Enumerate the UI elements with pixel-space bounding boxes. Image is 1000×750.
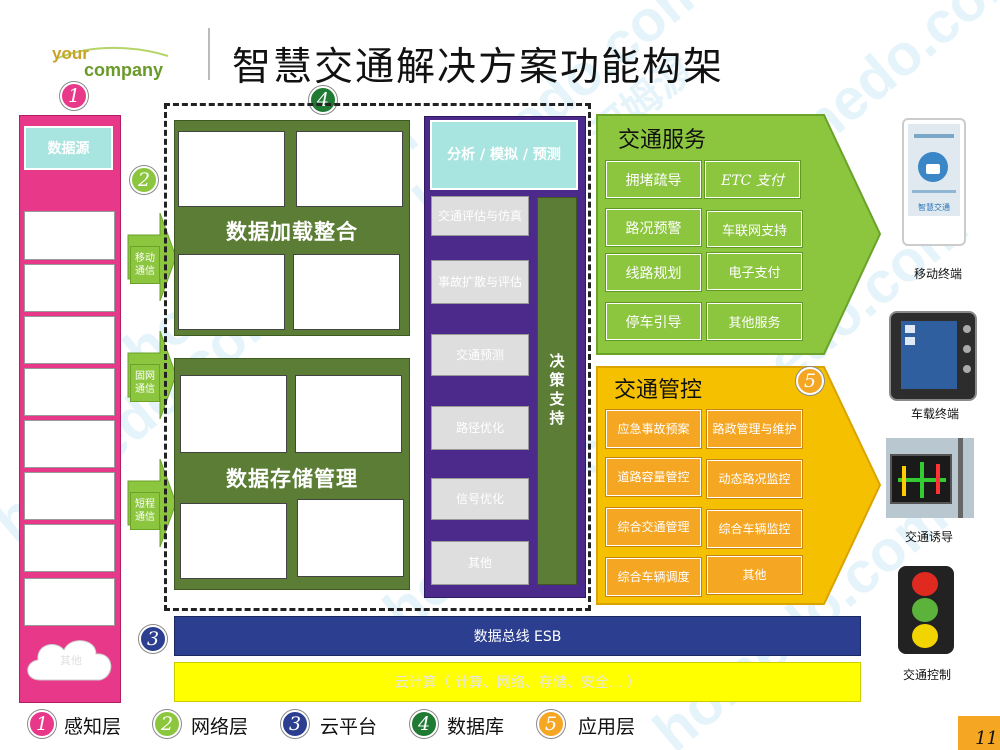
mobile-terminal-image: 智慧交通	[902, 118, 966, 246]
db-placeholder	[180, 503, 287, 579]
data-source-header: 数据源	[24, 126, 113, 170]
cloud-computing-bar: 云计算（ 计算、网络、存储、安全... ）	[174, 662, 861, 702]
control-item: 综合车辆调度	[606, 558, 701, 596]
marker-3: 3	[139, 625, 167, 653]
db-placeholder	[178, 131, 285, 207]
mobile-terminal-label: 移动终端	[913, 267, 962, 281]
marker-5: 5	[796, 367, 824, 395]
database-frame	[164, 103, 591, 611]
cloud-shape	[27, 640, 112, 681]
traffic-control-label: 交通控制	[902, 668, 951, 682]
db-placeholder	[293, 254, 400, 330]
legend-label-3: 云平台	[320, 716, 378, 738]
vehicle-terminal-image	[889, 311, 977, 401]
db-placeholder	[297, 499, 404, 577]
logo-text-company: company	[84, 60, 164, 80]
traffic-guidance-label: 交通诱导	[904, 530, 953, 544]
sensor-box	[24, 316, 115, 364]
db-placeholder	[180, 375, 287, 453]
legend-marker-1: 1	[28, 710, 56, 738]
company-logo: your company	[48, 44, 173, 89]
decision-support: 决策支持	[537, 197, 577, 585]
control-item: 综合车辆监控	[707, 510, 802, 548]
legend-marker-3: 3	[281, 710, 309, 738]
green-light	[912, 598, 938, 622]
sensor-box	[24, 578, 115, 626]
sensor-box	[24, 420, 115, 468]
logo-text-your: your	[52, 44, 89, 63]
control-item: 综合交通管理	[606, 508, 701, 546]
legend-label-4: 数据库	[447, 716, 505, 738]
analysis-item: 其他	[431, 541, 529, 585]
page-number-badge	[958, 716, 1000, 750]
analysis-item: 路径优化	[431, 406, 529, 450]
analysis-item: 事故扩散与评估	[431, 260, 529, 304]
vehicle-terminal-label: 车载终端	[910, 407, 959, 421]
phone-screen: 智慧交通	[908, 124, 960, 216]
control-title: 交通管控	[614, 378, 703, 403]
sensor-box	[24, 524, 115, 572]
network-tag-short-range: 短程通信	[130, 492, 160, 530]
service-item: 拥堵疏导	[606, 161, 701, 198]
db-placeholder	[296, 131, 403, 207]
control-item: 应急事故预案	[606, 410, 701, 448]
title-divider	[208, 28, 210, 80]
data-loading-title: 数据加载整合	[226, 220, 358, 244]
data-bus-esb: 数据总线 ESB	[174, 616, 861, 656]
network-tag-mobile: 移动通信	[130, 246, 160, 284]
analysis-item: 信号优化	[431, 478, 529, 520]
control-item: 其他	[707, 556, 802, 594]
marker-2: 2	[130, 166, 158, 194]
sensor-box	[24, 472, 115, 520]
network-tag-fixed: 固网通信	[130, 364, 160, 402]
service-item: 路况预警	[606, 209, 701, 246]
red-light	[912, 572, 938, 596]
analysis-item: 交通评估与仿真	[431, 196, 529, 236]
service-item: 电子支付	[707, 253, 802, 290]
legend-label-1: 感知层	[64, 716, 122, 738]
control-item: 路政管理与维护	[707, 410, 802, 448]
sensor-box	[24, 211, 115, 260]
data-storage-title: 数据存储管理	[226, 467, 358, 491]
service-item: 其他服务	[707, 303, 802, 340]
yellow-light	[912, 624, 938, 648]
analysis-item: 交通预测	[431, 334, 529, 376]
control-item: 动态路况监控	[707, 460, 802, 498]
db-placeholder	[295, 375, 402, 453]
legend-marker-4: 4	[410, 710, 438, 738]
marker-4: 4	[309, 86, 337, 114]
cloud-label: 其他	[60, 654, 82, 667]
db-placeholder	[178, 254, 285, 330]
phone-app-label: 智慧交通	[918, 203, 950, 212]
page-number: 11	[975, 728, 998, 749]
guidance-board	[890, 454, 952, 504]
sensor-box	[24, 368, 115, 416]
service-item: ETC 支付	[705, 161, 800, 198]
legend-marker-2: 2	[153, 710, 181, 738]
service-item: 停车引导	[606, 303, 701, 340]
service-item: 车联网支持	[707, 211, 802, 247]
services-title: 交通服务	[618, 128, 707, 153]
control-item: 道路容量管控	[606, 458, 701, 496]
legend-label-2: 网络层	[191, 716, 249, 738]
traffic-guidance-image	[886, 438, 974, 518]
analysis-header: 分析 / 模拟 / 预测	[430, 120, 578, 190]
legend-marker-5: 5	[537, 710, 565, 738]
sensor-box	[24, 264, 115, 312]
traffic-light-image	[898, 566, 954, 654]
marker-1: 1	[60, 82, 88, 110]
legend-label-5: 应用层	[578, 716, 636, 738]
page-title: 智慧交通解决方案功能构架	[232, 45, 725, 90]
service-item: 线路规划	[606, 254, 701, 291]
vehicle-screen	[901, 321, 957, 389]
